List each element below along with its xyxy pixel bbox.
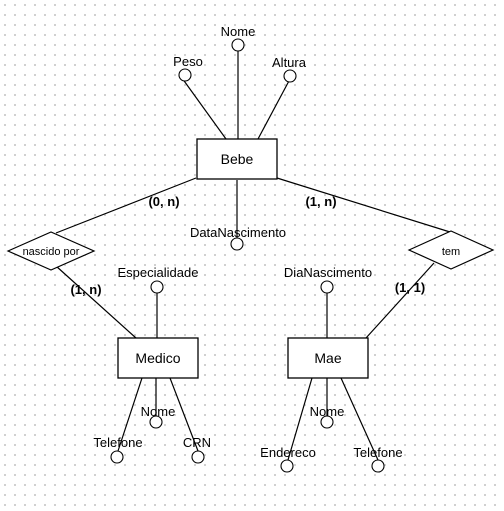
connector-bebe-peso <box>181 77 227 140</box>
cardinality-medico-nascido-por: (1, n) <box>70 282 101 297</box>
entity-medico-box[interactable] <box>117 337 199 379</box>
attribute-mae-endereco-circle[interactable] <box>280 459 294 473</box>
attribute-bebe-altura-circle[interactable] <box>283 69 297 83</box>
attribute-mae-dianascimento-label: DiaNascimento <box>284 265 372 280</box>
attribute-mae-nome[interactable]: Nome <box>310 404 345 429</box>
attribute-bebe-peso[interactable]: Peso <box>173 54 203 82</box>
cardinality-mae-tem: (1, 1) <box>395 280 425 295</box>
connector-medico-crn <box>169 377 199 452</box>
attribute-medico-especialidade-label: Especialidade <box>118 265 199 280</box>
entity-mae-box[interactable] <box>287 337 369 379</box>
attribute-mae-nome-label: Nome <box>310 404 345 419</box>
attribute-medico-especialidade[interactable]: Especialidade <box>118 265 199 294</box>
attribute-mae-telefone-label: Telefone <box>353 445 402 460</box>
attribute-mae-telefone-circle[interactable] <box>371 459 385 473</box>
attribute-medico-nome-circle[interactable] <box>149 415 163 429</box>
attribute-mae-nome-circle[interactable] <box>320 415 334 429</box>
attribute-medico-especialidade-circle[interactable] <box>150 280 164 294</box>
attribute-medico-telefone[interactable]: Telefone <box>93 435 143 464</box>
relationship-nascido-por-label: nascido por <box>23 246 80 258</box>
attribute-medico-telefone-circle[interactable] <box>110 450 124 464</box>
relationship-nascido-por[interactable]: nascido por <box>6 231 96 271</box>
entity-bebe-label: Bebe <box>221 151 254 167</box>
attribute-medico-nome[interactable]: Nome <box>141 404 176 429</box>
attribute-mae-dianascimento[interactable]: DiaNascimento <box>284 265 372 294</box>
entity-bebe-box[interactable] <box>196 138 278 180</box>
attribute-bebe-altura-label: Altura <box>272 55 307 70</box>
attribute-medico-crn[interactable]: CRN <box>183 435 211 464</box>
attribute-medico-crn-circle[interactable] <box>191 450 205 464</box>
connectors <box>55 50 451 461</box>
attribute-mae-endereco-label: Endereco <box>260 445 316 460</box>
attribute-medico-nome-label: Nome <box>141 404 176 419</box>
connector-mae-telefone <box>340 377 379 461</box>
attribute-medico-telefone-label: Telefone <box>93 435 142 450</box>
entity-mae-label: Mae <box>314 350 341 366</box>
relationship-tem[interactable]: tem <box>407 230 495 270</box>
attribute-mae-dianascimento-circle[interactable] <box>320 280 334 294</box>
connector-bebe-nascido-por <box>55 177 197 234</box>
connector-medico-telefone <box>117 377 143 452</box>
attribute-medico-crn-label: CRN <box>183 435 211 450</box>
connector-bebe-altura <box>257 78 291 140</box>
connector-tem-mae <box>365 262 435 339</box>
entity-mae[interactable]: Mae <box>287 337 369 379</box>
connector-bebe-tem <box>276 177 451 233</box>
entity-medico[interactable]: Medico <box>117 337 199 379</box>
attribute-bebe-nome-circle[interactable] <box>231 38 245 52</box>
attribute-bebe-nome-label: Nome <box>221 24 256 39</box>
entity-bebe[interactable]: Bebe <box>196 138 278 180</box>
connector-mae-endereco <box>287 377 313 461</box>
attribute-bebe-nome[interactable]: Nome <box>221 24 256 52</box>
attribute-mae-telefone[interactable]: Telefone <box>353 445 403 473</box>
attribute-bebe-datanascimento-label: DataNascimento <box>190 225 286 240</box>
relationship-tem-label: tem <box>442 246 460 258</box>
entity-medico-label: Medico <box>135 350 180 366</box>
attribute-mae-endereco[interactable]: Endereco <box>260 445 316 473</box>
attribute-bebe-datanascimento-circle[interactable] <box>230 237 244 251</box>
connector-nascido-por-medico <box>55 265 137 339</box>
relationship-nascido-por-diamond[interactable] <box>6 231 96 271</box>
attribute-bebe-datanascimento[interactable]: DataNascimento <box>190 225 286 251</box>
relationship-tem-diamond[interactable] <box>407 230 495 270</box>
attribute-bebe-peso-circle[interactable] <box>178 68 192 82</box>
cardinality-bebe-nascido-por: (0, n) <box>148 194 179 209</box>
attribute-bebe-altura[interactable]: Altura <box>272 55 307 83</box>
cardinality-bebe-tem: (1, n) <box>305 194 336 209</box>
attribute-bebe-peso-label: Peso <box>173 54 203 69</box>
